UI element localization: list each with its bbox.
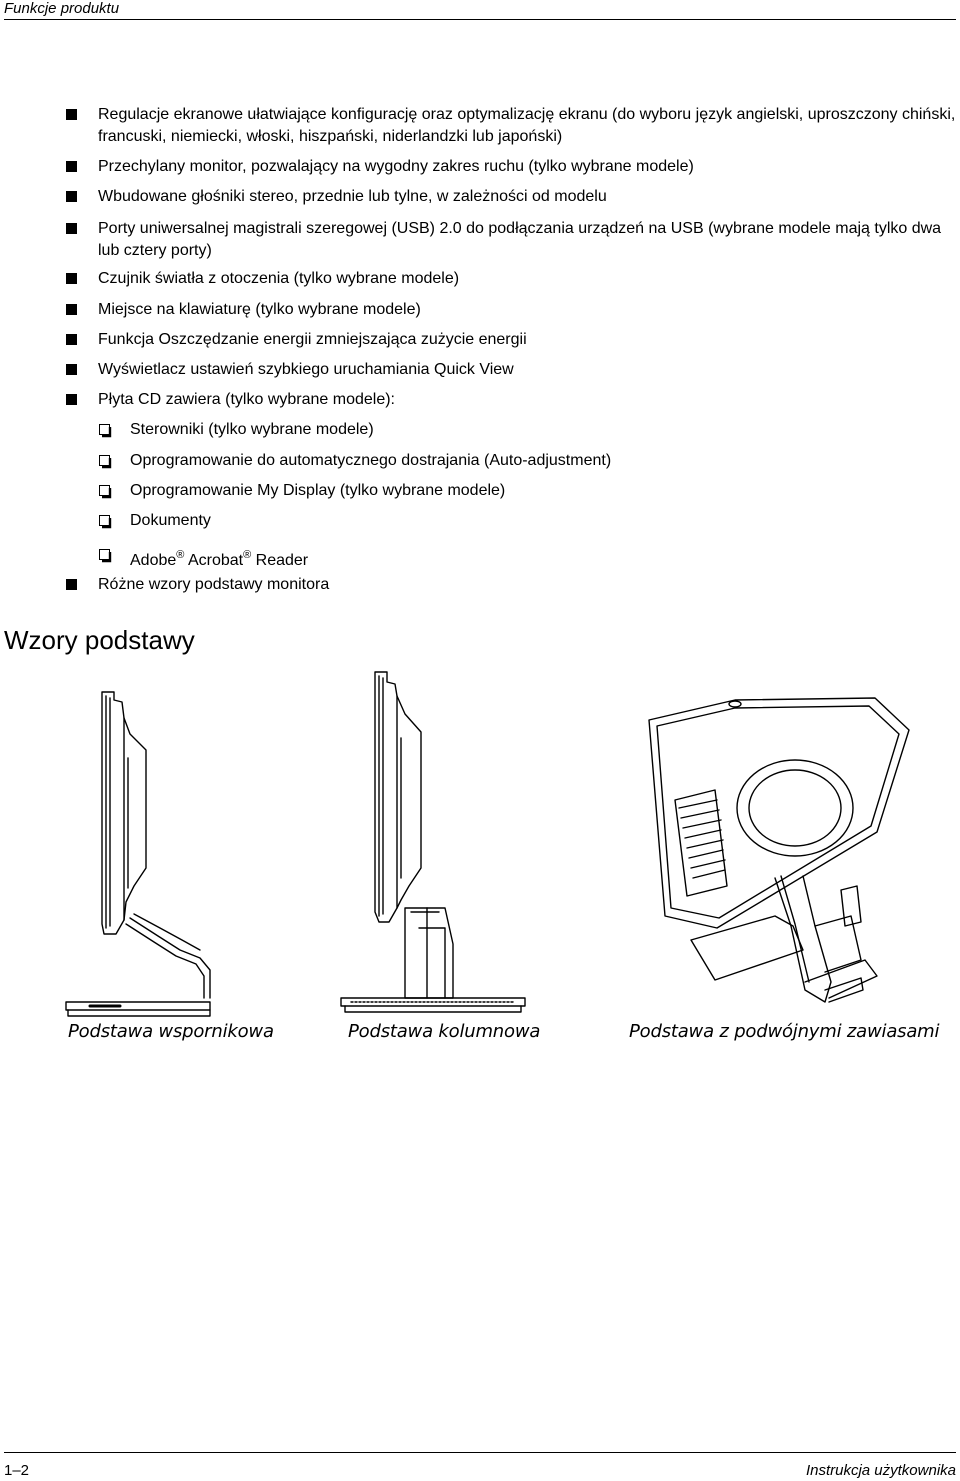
checkbox-bullet-icon [99, 455, 112, 469]
list-item: Różne wzory podstawy monitora [66, 574, 956, 596]
list-item: Czujnik światła z otoczenia (tylko wybra… [66, 268, 956, 290]
sub-list-item-text: Dokumenty [130, 512, 211, 529]
checkbox-bullet-icon [99, 515, 112, 529]
list-item-text: Czujnik światła z otoczenia (tylko wybra… [98, 270, 460, 287]
list-item-text: Regulacje ekranowe ułatwiające konfigura… [98, 106, 956, 145]
header-rule [4, 19, 956, 20]
checkbox-bullet-icon [99, 424, 112, 438]
square-bullet-icon [66, 161, 77, 172]
square-bullet-icon [66, 223, 77, 234]
figure-caption: Podstawa wspornikowa [68, 1021, 274, 1042]
sub-list-item-text: Oprogramowanie My Display (tylko wybrane… [130, 482, 506, 499]
document-title: Instrukcja użytkownika [805, 1462, 956, 1479]
registered-mark: ® [243, 549, 252, 561]
monitor-dual-hinge-stand-drawing [648, 697, 910, 1003]
list-item: Przechylany monitor, pozwalający na wygo… [66, 156, 956, 178]
sub-list-item-text: Oprogramowanie do automatycznego dostraj… [130, 452, 612, 469]
page-number: 1–2 [4, 1462, 30, 1479]
sub-list-item: Dokumenty [99, 510, 956, 532]
square-bullet-icon [66, 334, 77, 345]
list-item: Regulacje ekranowe ułatwiające konfigura… [66, 104, 956, 148]
square-bullet-icon [66, 579, 77, 590]
list-item: Porty uniwersalnej magistrali szeregowej… [66, 218, 956, 262]
list-item-text: Różne wzory podstawy monitora [98, 576, 330, 593]
list-item: Funkcja Oszczędzanie energii zmniejszają… [66, 329, 956, 351]
square-bullet-icon [66, 273, 77, 284]
square-bullet-icon [66, 394, 77, 405]
list-item-text: Przechylany monitor, pozwalający na wygo… [98, 158, 694, 175]
list-item-text: Wyświetlacz ustawień szybkiego uruchamia… [98, 361, 514, 378]
list-item: Miejsce na klawiaturę (tylko wybrane mod… [66, 299, 956, 321]
sub-list-item: Adobe® Acrobat® Reader [99, 544, 956, 572]
monitor-column-stand-drawing [340, 671, 526, 1013]
sub-list-item: Oprogramowanie do automatycznego dostraj… [99, 450, 956, 472]
sub-list-item: Oprogramowanie My Display (tylko wybrane… [99, 480, 956, 502]
square-bullet-icon [66, 109, 77, 120]
footer-rule [4, 1452, 956, 1453]
section-title: Wzory podstawy [4, 625, 195, 655]
list-item: Płyta CD zawiera (tylko wybrane modele): [66, 389, 956, 411]
list-item-text: Funkcja Oszczędzanie energii zmniejszają… [98, 331, 527, 348]
list-item: Wbudowane głośniki stereo, przednie lub … [66, 186, 956, 208]
list-item: Wyświetlacz ustawień szybkiego uruchamia… [66, 359, 956, 381]
list-item-text: Porty uniwersalnej magistrali szeregowej… [98, 220, 942, 259]
list-item-text: Płyta CD zawiera (tylko wybrane modele): [98, 391, 395, 408]
figure-caption: Podstawa kolumnowa [348, 1021, 541, 1042]
square-bullet-icon [66, 191, 77, 202]
sub-list-item-adobe: Adobe [130, 552, 177, 569]
running-header: Funkcje produktu [4, 0, 120, 17]
sub-list-item-acrobat: Acrobat [187, 552, 244, 569]
square-bullet-icon [66, 304, 77, 315]
registered-mark: ® [176, 549, 185, 561]
sub-list-item-reader: Reader [255, 552, 309, 569]
monitor-cantilever-stand-drawing [65, 691, 211, 1017]
figure-caption: Podstawa z podwójnymi zawiasami [629, 1021, 940, 1042]
checkbox-bullet-icon [99, 485, 112, 499]
sub-list-item: Sterowniki (tylko wybrane modele) [99, 419, 956, 441]
list-item-text: Wbudowane głośniki stereo, przednie lub … [98, 188, 607, 205]
list-item-text: Miejsce na klawiaturę (tylko wybrane mod… [98, 301, 421, 318]
square-bullet-icon [66, 364, 77, 375]
checkbox-bullet-icon [99, 549, 112, 563]
sub-list-item-text: Sterowniki (tylko wybrane modele) [130, 421, 374, 438]
